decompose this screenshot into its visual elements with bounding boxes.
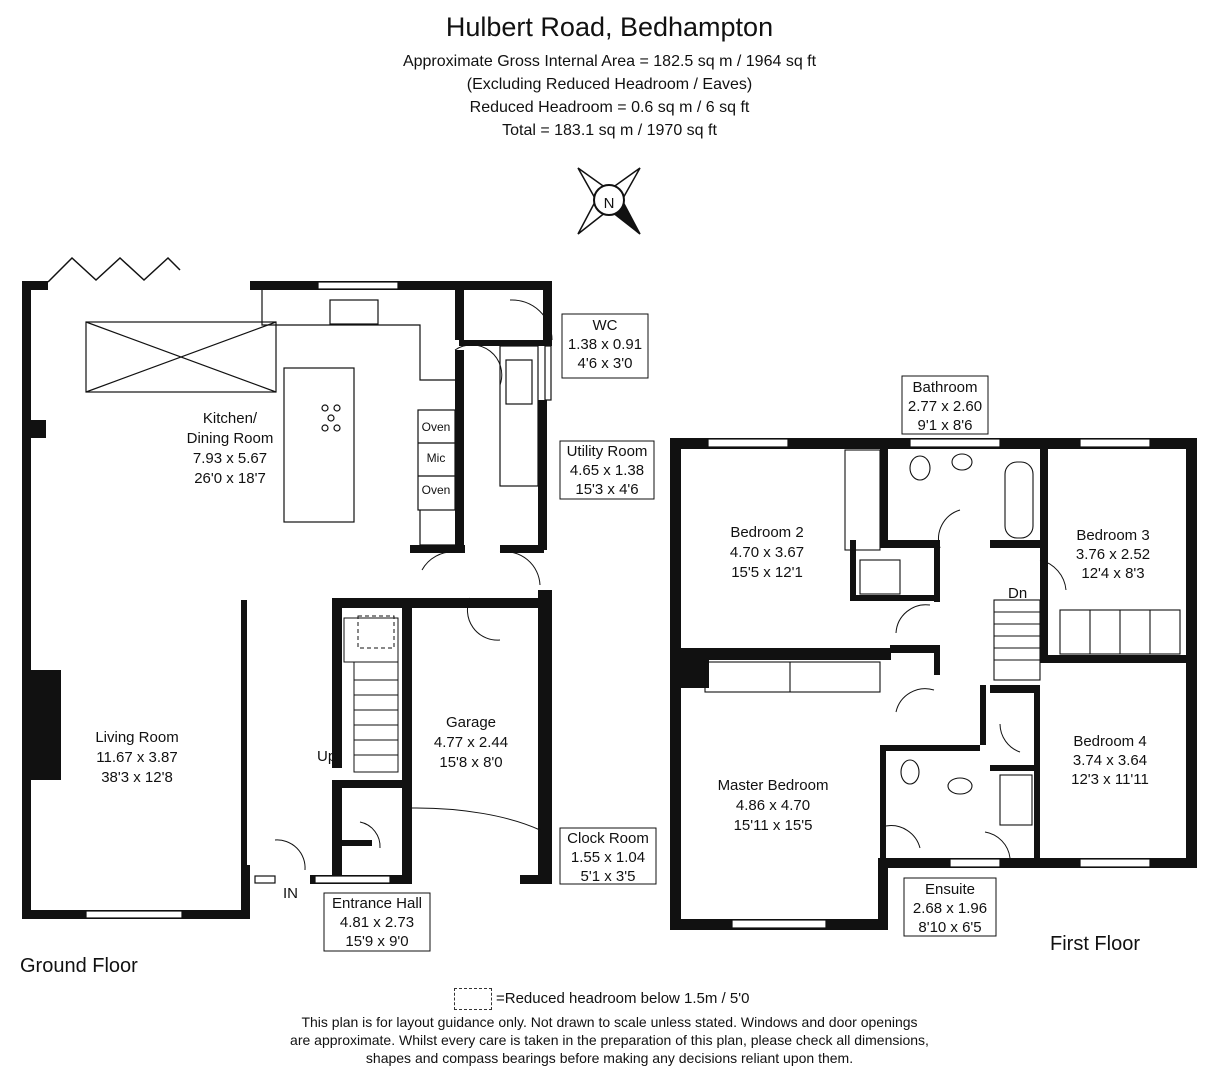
svg-text:Ensuite: Ensuite — [925, 881, 975, 898]
reduced-headroom-line: Reduced Headroom = 0.6 sq m / 6 sq ft — [469, 99, 750, 116]
total-area-line: Total = 183.1 sq m / 1970 sq ft — [502, 122, 717, 139]
svg-text:15'8 x 8'0: 15'8 x 8'0 — [439, 754, 502, 771]
stairs-up-label: Up — [317, 748, 336, 765]
bathroom-label: Bathroom 2.77 x 2.60 9'1 x 8'6 — [901, 375, 989, 435]
svg-text:26'0 x 18'7: 26'0 x 18'7 — [194, 470, 266, 487]
svg-text:3.74 x 3.64: 3.74 x 3.64 — [1073, 752, 1147, 769]
wc-label: WC 1.38 x 0.91 4'6 x 3'0 — [561, 313, 649, 379]
svg-text:4.70 x 3.67: 4.70 x 3.67 — [730, 544, 804, 561]
first-floor-walls — [670, 438, 1197, 930]
svg-text:Bedroom 2: Bedroom 2 — [730, 524, 803, 541]
svg-text:Utility Room: Utility Room — [567, 443, 648, 460]
svg-text:5'1 x 3'5: 5'1 x 3'5 — [581, 868, 636, 885]
svg-text:4.86 x 4.70: 4.86 x 4.70 — [736, 797, 810, 814]
ground-floor-windows — [85, 281, 552, 919]
legend-text: =Reduced headroom below 1.5m / 5'0 — [496, 989, 750, 1007]
compass-icon: N — [577, 167, 641, 235]
svg-text:1.38 x 0.91: 1.38 x 0.91 — [568, 336, 642, 353]
svg-text:3.76 x 2.52: 3.76 x 2.52 — [1076, 546, 1150, 563]
svg-text:15'11 x 15'5: 15'11 x 15'5 — [734, 817, 813, 834]
oven-label-1: Oven — [422, 420, 451, 434]
excluding-line: (Excluding Reduced Headroom / Eaves) — [466, 76, 753, 93]
bedroom-2-label: Bedroom 2 4.70 x 3.67 15'5 x 12'1 — [730, 524, 804, 581]
ground-stairs — [343, 615, 399, 773]
first-floor-fittings — [704, 449, 1181, 826]
oven-label-2: Oven — [422, 483, 451, 497]
first-floor-windows — [707, 438, 1151, 929]
svg-text:2.77 x 2.60: 2.77 x 2.60 — [908, 398, 982, 415]
svg-text:Bathroom: Bathroom — [912, 379, 977, 396]
disclaimer-line-3: shapes and compass bearings before makin… — [365, 1050, 854, 1066]
bedroom-4-label: Bedroom 4 3.74 x 3.64 12'3 x 11'11 — [1071, 733, 1149, 788]
disclaimer-line-1: This plan is for layout guidance only. N… — [301, 1014, 918, 1030]
svg-text:4.77 x 2.44: 4.77 x 2.44 — [434, 734, 508, 751]
svg-text:Entrance Hall: Entrance Hall — [332, 895, 422, 912]
svg-text:Living Room: Living Room — [95, 729, 178, 746]
svg-text:11.67 x 3.87: 11.67 x 3.87 — [96, 749, 177, 766]
clock-room-label: Clock Room 1.55 x 1.04 5'1 x 3'5 — [559, 827, 657, 885]
living-room-label: Living Room 11.67 x 3.87 38'3 x 12'8 — [95, 729, 178, 786]
entry-in-label: IN — [283, 885, 298, 902]
ground-doors — [274, 299, 553, 871]
headroom-legend: =Reduced headroom below 1.5m / 5'0 — [454, 988, 749, 1010]
kitchen-label: Kitchen/ Dining Room 7.93 x 5.67 26'0 x … — [187, 410, 274, 487]
svg-text:15'5 x 12'1: 15'5 x 12'1 — [731, 564, 803, 581]
ground-floor-heading: Ground Floor — [20, 955, 138, 977]
first-floor-heading: First Floor — [1050, 933, 1140, 955]
svg-text:Garage: Garage — [446, 714, 496, 731]
master-bedroom-label: Master Bedroom 4.86 x 4.70 15'11 x 15'5 — [718, 777, 829, 834]
gross-area-line: Approximate Gross Internal Area = 182.5 … — [402, 53, 817, 70]
svg-text:2.68 x 1.96: 2.68 x 1.96 — [913, 900, 987, 917]
ground-floor-walls — [22, 281, 552, 919]
svg-text:4.81 x 2.73: 4.81 x 2.73 — [340, 914, 414, 931]
disclaimer-line-2: are approximate. Whilst every care is ta… — [290, 1032, 929, 1048]
svg-text:8'10 x 6'5: 8'10 x 6'5 — [918, 919, 981, 936]
bedroom-3-label: Bedroom 3 3.76 x 2.52 12'4 x 8'3 — [1076, 527, 1150, 582]
svg-text:Master Bedroom: Master Bedroom — [718, 777, 829, 794]
svg-text:7.93 x 5.67: 7.93 x 5.67 — [193, 450, 267, 467]
svg-text:15'3 x 4'6: 15'3 x 4'6 — [575, 481, 638, 498]
compass-n-label: N — [604, 195, 615, 212]
svg-text:Dining Room: Dining Room — [187, 430, 274, 447]
mic-label: Mic — [427, 451, 446, 465]
svg-text:4'6 x 3'0: 4'6 x 3'0 — [578, 355, 633, 372]
ensuite-label: Ensuite 2.68 x 1.96 8'10 x 6'5 — [903, 877, 997, 937]
svg-text:15'9 x 9'0: 15'9 x 9'0 — [345, 933, 408, 950]
svg-text:4.65 x 1.38: 4.65 x 1.38 — [570, 462, 644, 479]
utility-room-label: Utility Room 4.65 x 1.38 15'3 x 4'6 — [559, 440, 655, 500]
svg-text:WC: WC — [593, 317, 618, 334]
svg-text:Bedroom 3: Bedroom 3 — [1076, 527, 1149, 544]
garage-label: Garage 4.77 x 2.44 15'8 x 8'0 — [434, 714, 508, 771]
svg-text:38'3 x 12'8: 38'3 x 12'8 — [101, 769, 173, 786]
svg-text:1.55 x 1.04: 1.55 x 1.04 — [571, 849, 645, 866]
plan-title: Hulbert Road, Bedhampton — [445, 12, 774, 42]
entrance-hall-label: Entrance Hall 4.81 x 2.73 15'9 x 9'0 — [323, 892, 431, 952]
svg-text:9'1 x 8'6: 9'1 x 8'6 — [918, 417, 973, 434]
kitchen-fittings — [85, 290, 539, 546]
dashed-box-icon — [454, 988, 492, 1010]
svg-text:Clock Room: Clock Room — [567, 830, 649, 847]
stairs-down-label: Dn — [1008, 585, 1027, 602]
svg-text:12'4 x 8'3: 12'4 x 8'3 — [1081, 565, 1144, 582]
svg-text:Bedroom 4: Bedroom 4 — [1073, 733, 1146, 750]
svg-text:12'3 x 11'11: 12'3 x 11'11 — [1071, 771, 1149, 788]
bifold-door — [47, 256, 181, 283]
svg-text:Kitchen/: Kitchen/ — [203, 410, 258, 427]
first-floor-doors — [885, 509, 1067, 859]
